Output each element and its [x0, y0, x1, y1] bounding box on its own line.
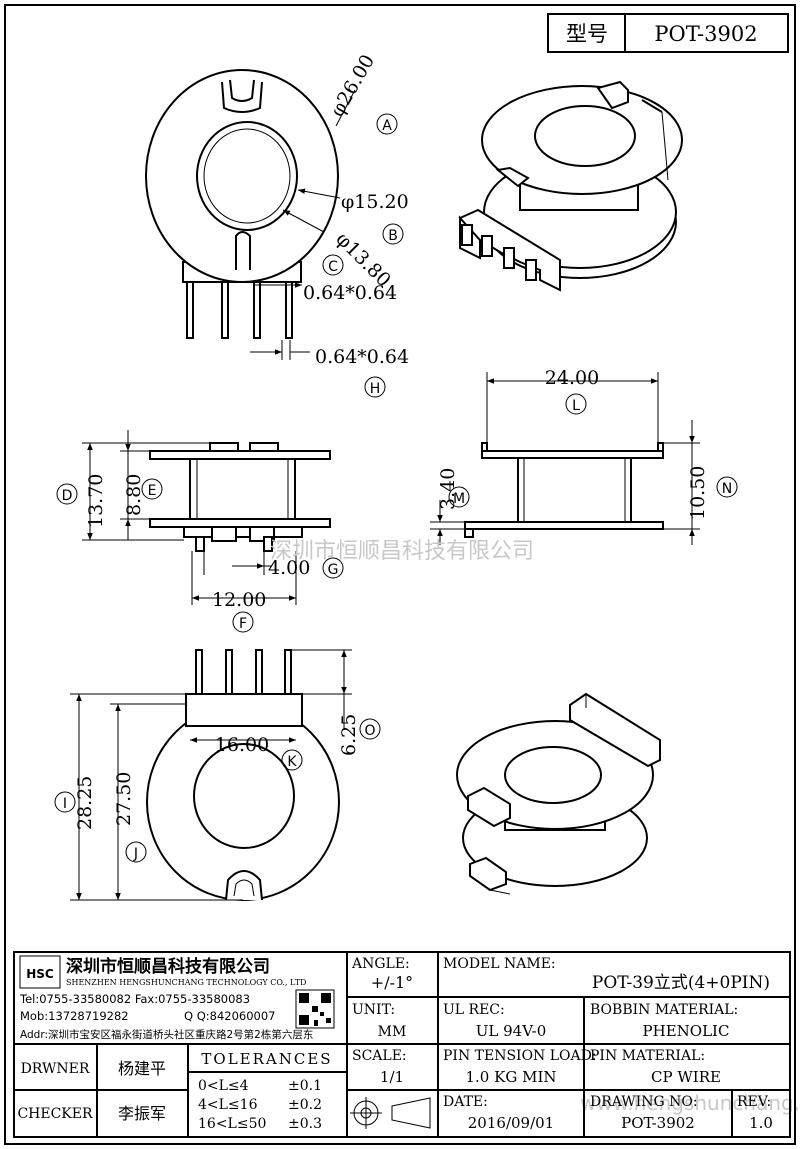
dim-e-value: 8.80 — [123, 474, 145, 516]
model-value: POT-39立式(4+0PIN) — [592, 973, 770, 993]
label-a: A — [382, 118, 392, 134]
label-h: H — [370, 381, 381, 397]
dim-i-value: 28.25 — [74, 776, 96, 830]
company-name-en: SHENZHEN HENGSHUNCHANG TECHNOLOGY CO., L… — [66, 978, 306, 987]
pin-load-value: 1.0 KG MIN — [466, 1068, 557, 1086]
unit-value: MM — [378, 1024, 407, 1040]
pin-load-label: PIN TENSION LOAD: — [443, 1048, 597, 1064]
tol-range-1: 0<L≤4 — [198, 1078, 249, 1094]
model-label: MODEL NAME: — [443, 956, 556, 972]
drawing-no-label: DRAWING NO: — [590, 1094, 698, 1110]
tol-value-2: ±0.2 — [288, 1097, 322, 1113]
company-qq: Q Q:842060007 — [184, 1009, 275, 1023]
title-model: POT-3902 — [654, 22, 757, 46]
company-addr: Addr:深圳市宝安区福永街道桥头社区重庆路2号第2栋第六层东 — [20, 1028, 313, 1041]
dim-k-value: 16.00 — [215, 734, 269, 756]
tol-value-1: ±0.1 — [288, 1078, 322, 1094]
tol-range-2: 4<L≤16 — [198, 1097, 258, 1113]
scale-value: 1/1 — [380, 1068, 404, 1086]
label-j: J — [133, 846, 138, 862]
company-logo: HSC — [26, 967, 54, 981]
rev-label: REV: — [737, 1094, 771, 1110]
dim-d-value: 13.70 — [85, 474, 107, 528]
front-view: 13.70 8.80 4.00 12.00 D E G F — [56, 430, 344, 633]
watermark-cn: 深圳市恒顺昌科技有限公司 — [270, 539, 534, 564]
label-c: C — [328, 259, 338, 275]
date-value: 2016/09/01 — [468, 1114, 554, 1132]
dim-dia-a: φ26.00 — [326, 51, 379, 121]
label-b: B — [388, 228, 398, 244]
dim-o-value: 6.25 — [338, 714, 360, 756]
dim-f-value: 12.00 — [212, 589, 266, 611]
dim-pin-top: 0.64*0.64 — [303, 282, 397, 304]
drawer-label: DRWNER — [21, 1061, 90, 1077]
qr-code-icon — [295, 989, 335, 1029]
label-n: N — [722, 481, 732, 497]
label-l: L — [572, 398, 580, 414]
iso-view-1 — [458, 80, 683, 292]
checker-value: 李振军 — [118, 1104, 166, 1123]
angle-label: ANGLE: — [351, 956, 410, 972]
bottom-view: 16.00 6.25 28.25 27.50 K O I J — [54, 649, 381, 901]
title-label: 型号 — [566, 22, 608, 46]
angle-value: +/-1° — [371, 973, 413, 992]
projection-symbol-icon — [350, 1097, 431, 1129]
drawing-no-value: POT-3902 — [621, 1114, 695, 1132]
dim-n-value: 10.50 — [687, 466, 709, 520]
side-view: 24.00 3.40 10.50 L M N — [430, 367, 738, 545]
bobbin-label: BOBBIN MATERIAL: — [590, 1002, 738, 1018]
tolerances-label: TOLERANCES — [201, 1050, 332, 1068]
company-name-cn: 深圳市恒顺昌科技有限公司 — [66, 956, 270, 977]
dim-l-value: 24.00 — [545, 367, 599, 389]
dim-pin-bottom: 0.64*0.64 — [315, 346, 409, 368]
label-g: G — [328, 562, 339, 578]
label-i: I — [63, 796, 67, 812]
scale-label: SCALE: — [352, 1048, 407, 1064]
drawer-value: 杨建平 — [118, 1059, 166, 1078]
dim-g-value: 4.00 — [268, 557, 310, 579]
dim-dia-b: φ15.20 — [341, 191, 409, 213]
company-mob: Mob:13728719282 — [20, 1009, 129, 1023]
date-label: DATE: — [443, 1094, 488, 1110]
pin-material-value: CP WIRE — [651, 1068, 721, 1086]
bobbin-value: PHENOLIC — [643, 1022, 730, 1040]
unit-label: UNIT: — [352, 1002, 395, 1018]
title-box: 型号 POT-3902 — [547, 13, 789, 53]
title-block: HSC 深圳市恒顺昌科技有限公司 SHENZHEN HENGSHUNCHANG … — [13, 951, 791, 1138]
iso-view-2 — [456, 692, 661, 895]
tol-value-3: ±0.3 — [288, 1116, 322, 1132]
label-e: E — [148, 483, 157, 499]
ul-label: UL REC: — [443, 1002, 505, 1018]
top-view: φ26.00 φ15.20 φ13.80 0.64*0.64 0.64*0.64… — [145, 51, 409, 398]
company-tel: Tel:0755-33580082 Fax:0755-33580083 — [19, 992, 250, 1006]
pin-material-label: PIN MATERIAL: — [590, 1048, 705, 1064]
drawing-frame — [4, 4, 796, 1145]
rev-value: 1.0 — [749, 1114, 773, 1132]
label-k: K — [287, 754, 297, 770]
ul-value: UL 94V-0 — [476, 1022, 547, 1040]
dim-m-value: 3.40 — [437, 468, 459, 510]
label-m: M — [453, 491, 465, 507]
dim-j-value: 27.50 — [113, 772, 135, 826]
tol-range-3: 16<L≤50 — [198, 1116, 266, 1132]
label-d: D — [62, 488, 73, 504]
watermark-url: www.hengshunchang.com — [580, 1091, 800, 1115]
checker-label: CHECKER — [17, 1106, 93, 1122]
label-o: O — [364, 723, 375, 739]
label-f: F — [239, 616, 247, 632]
